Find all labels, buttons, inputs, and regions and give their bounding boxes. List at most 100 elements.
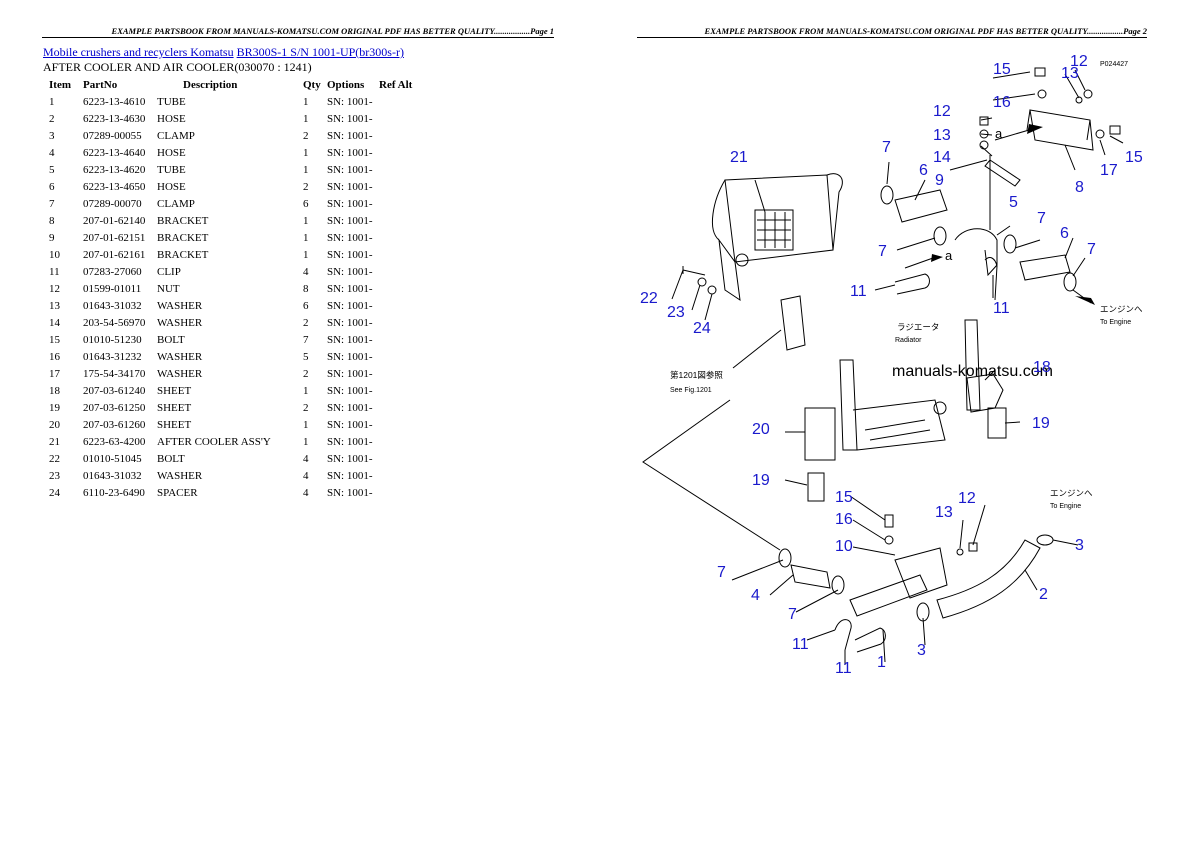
- cell-item: 24: [49, 486, 60, 499]
- cell-options: SN: 1001-: [327, 452, 373, 465]
- cell-options: SN: 1001-: [327, 316, 373, 329]
- mark-a-top: a: [995, 126, 1003, 141]
- cell-description: TUBE: [157, 95, 186, 108]
- callout-c11c: 11: [792, 636, 809, 653]
- cell-partno: 207-03-61250: [83, 401, 146, 414]
- cell-description: AFTER COOLER ASS'Y: [157, 435, 271, 448]
- callout-c20: 20: [752, 421, 770, 438]
- callout-c2: 2: [1039, 586, 1048, 603]
- cell-options: SN: 1001-: [327, 146, 373, 159]
- cell-refalt: [379, 382, 429, 399]
- sheet-18: [966, 373, 1004, 413]
- cell-refalt: [379, 331, 429, 348]
- cell-qty: 2: [303, 129, 309, 142]
- col-qty: Qty: [303, 78, 321, 91]
- col-partno: PartNo: [83, 78, 118, 91]
- spacer-24: [707, 285, 717, 295]
- cell-item: 6: [49, 180, 55, 193]
- mark-a-mid: a: [945, 248, 953, 263]
- cell-partno: 203-54-56970: [83, 316, 146, 329]
- bolt-15-top: [1034, 67, 1046, 77]
- cell-description: CLIP: [157, 265, 181, 278]
- cell-qty: 1: [303, 146, 309, 159]
- cell-item: 23: [49, 469, 60, 482]
- washer-17: [1095, 129, 1105, 139]
- cell-qty: 1: [303, 384, 309, 397]
- page-1: EXAMPLE PARTSBOOK FROM MANUALS-KOMATSU.C…: [42, 26, 554, 501]
- cell-qty: 4: [303, 452, 309, 465]
- cell-options: SN: 1001-: [327, 231, 373, 244]
- callout-c12b: 12: [933, 103, 951, 120]
- washer-13-top: [1075, 96, 1083, 104]
- callout-c1: 1: [877, 654, 886, 671]
- breadcrumb-link-catalog[interactable]: Mobile crushers and recyclers Komatsu: [43, 45, 234, 59]
- hose-2: [936, 539, 1041, 619]
- cell-description: WASHER: [157, 350, 203, 363]
- cell-partno: 207-03-61260: [83, 418, 146, 431]
- cell-partno: 07283-27060: [83, 265, 142, 278]
- cell-description: CLAMP: [157, 129, 195, 142]
- cell-refalt: [379, 450, 429, 467]
- cell-options: SN: 1001-: [327, 265, 373, 278]
- cell-partno: 207-01-62161: [83, 248, 146, 261]
- cell-description: BOLT: [157, 333, 185, 346]
- cell-options: SN: 1001-: [327, 248, 373, 261]
- cell-refalt: [379, 467, 429, 484]
- engine-label-en-lower: To Engine: [1050, 503, 1081, 510]
- cell-options: SN: 1001-: [327, 486, 373, 499]
- cell-partno: 6223-13-4640: [83, 146, 146, 159]
- hose-6-upper: [894, 189, 948, 223]
- callout-c6a: 6: [919, 162, 928, 179]
- leader-see-fig: [732, 329, 782, 369]
- cell-item: 21: [49, 435, 60, 448]
- cell-refalt: [379, 195, 429, 212]
- callout-c19b: 19: [752, 472, 770, 489]
- callout-c11d: 11: [835, 660, 852, 677]
- bracket-10: [894, 547, 948, 599]
- clip-11d: [854, 627, 886, 653]
- cell-partno: 6110-23-6490: [83, 486, 145, 499]
- cell-item: 5: [49, 163, 55, 176]
- callout-c16a: 16: [993, 94, 1011, 111]
- cell-refalt: [379, 348, 429, 365]
- cell-description: SHEET: [157, 384, 192, 397]
- callout-c13a: 13: [1061, 65, 1079, 82]
- cell-item: 13: [49, 299, 60, 312]
- cell-qty: 6: [303, 299, 309, 312]
- bracket-8: [1026, 109, 1094, 151]
- cell-description: CLAMP: [157, 197, 195, 210]
- cell-qty: 1: [303, 418, 309, 431]
- cell-item: 3: [49, 129, 55, 142]
- cell-refalt: [379, 161, 429, 178]
- cell-refalt: [379, 127, 429, 144]
- callout-c19a: 19: [1032, 415, 1050, 432]
- washer-13-lower: [956, 548, 964, 556]
- engine-label-en: To Engine: [1100, 319, 1131, 326]
- cell-refalt: [379, 229, 429, 246]
- washer-16-lower: [884, 535, 894, 545]
- cell-description: WASHER: [157, 367, 203, 380]
- hose-4: [790, 564, 831, 589]
- callout-c7c: 7: [878, 243, 887, 260]
- callout-c23: 23: [667, 304, 685, 321]
- callout-c8: 8: [1075, 179, 1084, 196]
- breadcrumb-link-model[interactable]: BR300S-1 S/N 1001-UP(br300s-r): [236, 45, 404, 59]
- col-description: Description: [183, 78, 238, 91]
- callout-c11a: 11: [850, 283, 867, 300]
- cell-options: SN: 1001-: [327, 469, 373, 482]
- cell-refalt: [379, 178, 429, 195]
- cell-description: WASHER: [157, 469, 203, 482]
- parts-table: Item PartNo Description Qty Options Ref …: [43, 76, 429, 501]
- bolt-15-right: [1109, 125, 1121, 135]
- cell-item: 20: [49, 418, 60, 431]
- cell-qty: 2: [303, 316, 309, 329]
- cell-options: SN: 1001-: [327, 299, 373, 312]
